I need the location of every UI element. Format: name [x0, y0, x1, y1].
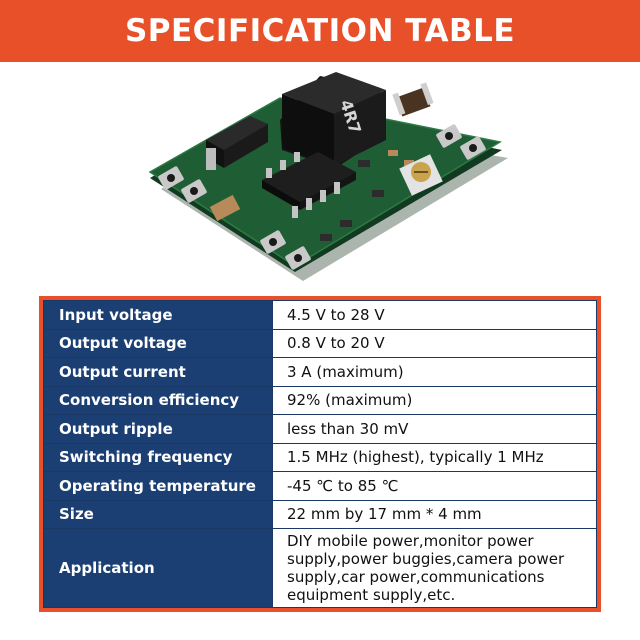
table-row: Switching frequency 1.5 MHz (highest), t… — [43, 442, 597, 472]
table-row: Output voltage 0.8 V to 20 V — [43, 328, 597, 358]
table-row: Output ripple less than 30 mV — [43, 414, 597, 444]
spec-label: Application — [43, 528, 273, 608]
spec-label: Conversion efficiency — [43, 385, 273, 415]
potentiometer — [399, 154, 443, 196]
spec-value: 22 mm by 17 mm * 4 mm — [272, 499, 597, 529]
inductor: 4R7 — [280, 72, 386, 168]
spec-label: Input voltage — [43, 300, 273, 330]
table-row: Size 22 mm by 17 mm * 4 mm — [43, 499, 597, 529]
spec-value: 3 A (maximum) — [272, 357, 597, 387]
table-row: Input voltage 4.5 V to 28 V — [43, 300, 597, 330]
specification-table: Input voltage 4.5 V to 28 V Output volta… — [43, 300, 597, 608]
spec-value: 1.5 MHz (highest), typically 1 MHz — [272, 442, 597, 472]
pcb-board-image: 4R7 — [148, 72, 508, 281]
solder-pads — [158, 124, 486, 270]
spec-label: Output ripple — [43, 414, 273, 444]
spec-value: 0.8 V to 20 V — [272, 328, 597, 358]
table-row: Application DIY mobile power,monitor pow… — [43, 528, 597, 608]
spec-value: 4.5 V to 28 V — [272, 300, 597, 330]
table-row: Output current 3 A (maximum) — [43, 357, 597, 387]
ic-chip — [262, 152, 356, 218]
spec-value: -45 ℃ to 85 ℃ — [272, 471, 597, 501]
spec-table-frame: Input voltage 4.5 V to 28 V Output volta… — [39, 296, 601, 612]
page-title: SPECIFICATION TABLE — [124, 13, 516, 49]
spec-value: 92% (maximum) — [272, 385, 597, 415]
spec-label: Size — [43, 499, 273, 529]
title-banner: SPECIFICATION TABLE — [0, 0, 640, 62]
table-row: Conversion efficiency 92% (maximum) — [43, 385, 597, 415]
spec-label: Output voltage — [43, 328, 273, 358]
spec-value: less than 30 mV — [272, 414, 597, 444]
spec-label: Output current — [43, 357, 273, 387]
product-image-area: 4R7 — [0, 62, 640, 290]
spec-label: Operating temperature — [43, 471, 273, 501]
spec-value: DIY mobile power,monitor power supply,po… — [272, 528, 597, 608]
spec-label: Switching frequency — [43, 442, 273, 472]
table-row: Operating temperature -45 ℃ to 85 ℃ — [43, 471, 597, 501]
